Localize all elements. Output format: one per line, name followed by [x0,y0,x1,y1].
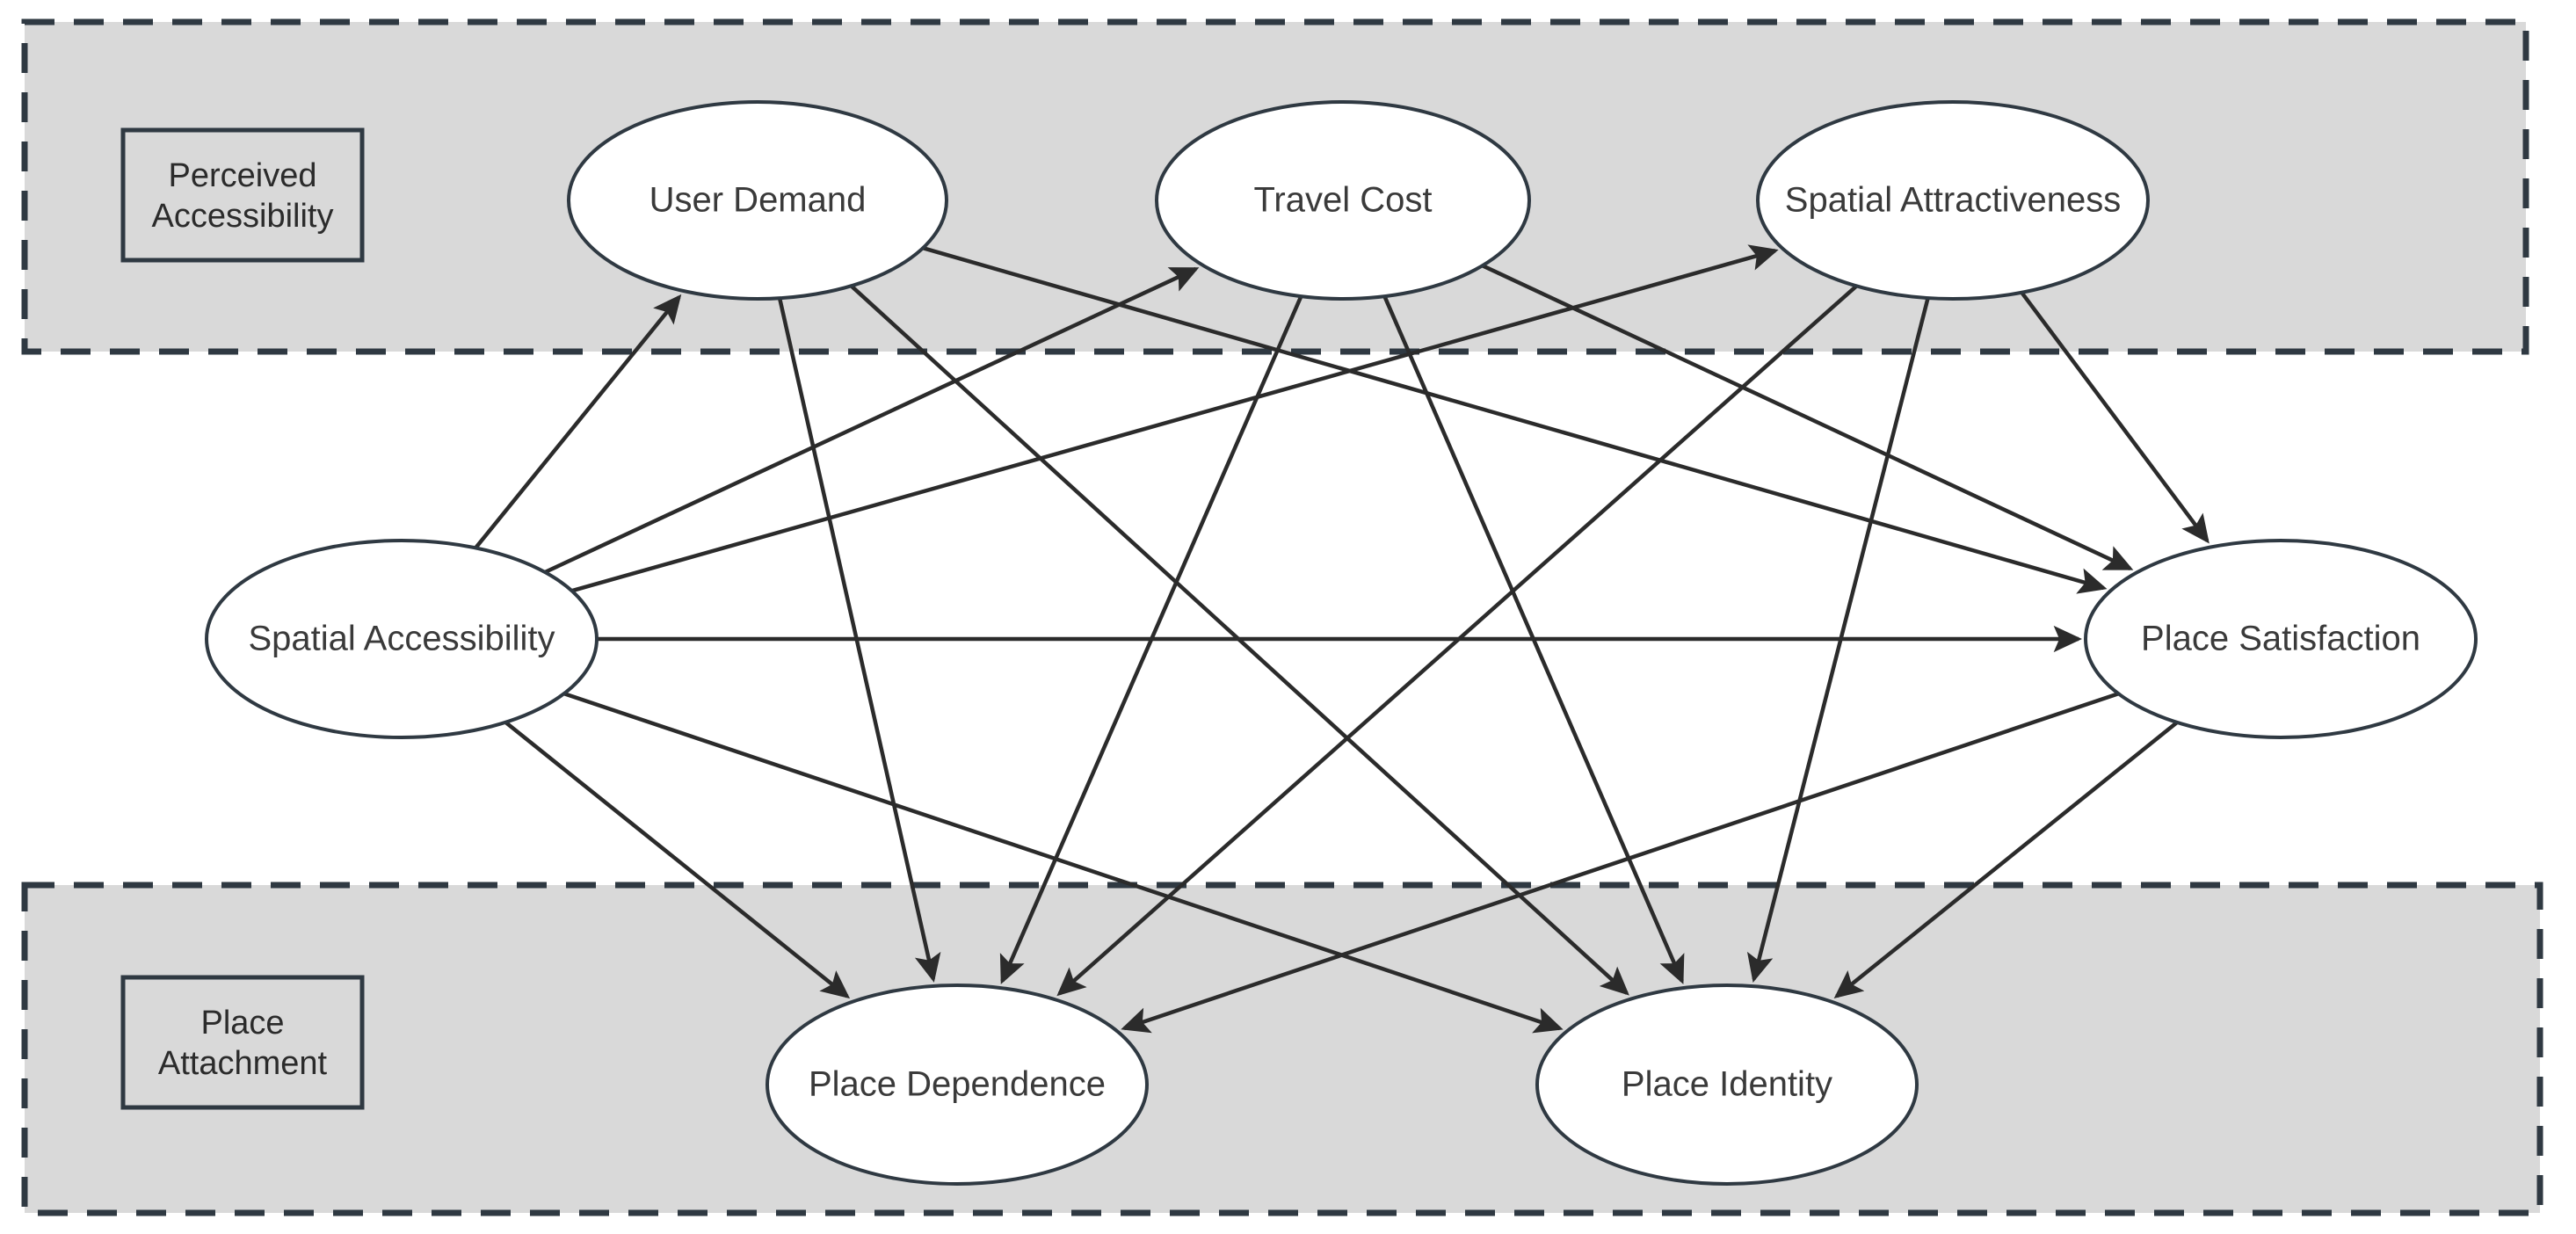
edge-spatial-attractiveness-to-place-identity [1746,297,1930,984]
edge-travel-cost-to-place-satisfaction [1481,264,2134,570]
node-label-user-demand: User Demand [649,181,867,220]
node-place-satisfaction[interactable]: Place Satisfaction [2084,539,2478,739]
edge-spatial-accessibility-to-place-dependence [504,721,851,999]
group-label-box-place-attachment [120,975,365,1110]
edge-user-demand-to-place-dependence [777,297,941,983]
edge-travel-cost-to-place-dependence [999,295,1303,984]
node-place-identity[interactable]: Place Identity [1535,984,1919,1186]
edge-spatial-attractiveness-to-place-satisfaction [2020,291,2210,544]
edge-place-satisfaction-to-place-identity [1833,721,2179,999]
node-label-place-dependence: Place Dependence [809,1065,1106,1104]
node-place-dependence[interactable]: Place Dependence [766,984,1149,1186]
edge-user-demand-to-place-identity [850,284,1629,996]
node-shape-user-demand [567,100,948,301]
group-band-place-attachment [21,882,2543,1216]
group-label-box-perceived-accessibility [120,127,365,263]
group-label-text-perceived-accessibility-1: Accessibility [152,198,334,235]
edges-layer [474,244,2210,1034]
edge-travel-cost-to-place-identity [1382,295,1685,984]
edge-spatial-attractiveness-to-place-dependence [1056,284,1858,997]
group-label-text-place-attachment-1: Attachment [158,1045,328,1082]
node-label-spatial-attractiveness: Spatial Attractiveness [1785,181,2121,220]
edge-spatial-accessibility-to-place-identity [562,691,1564,1034]
node-label-spatial-accessibility: Spatial Accessibility [248,620,555,658]
node-shape-place-dependence [766,984,1149,1186]
edge-user-demand-to-place-satisfaction [922,246,2108,594]
node-spatial-attractiveness[interactable]: Spatial Attractiveness [1756,100,2150,301]
node-shape-spatial-attractiveness [1756,100,2150,301]
node-label-travel-cost: Travel Cost [1253,181,1432,220]
edge-place-satisfaction-to-place-dependence [1121,692,2120,1034]
node-label-place-satisfaction: Place Satisfaction [2141,620,2420,658]
node-spatial-accessibility[interactable]: Spatial Accessibility [205,539,599,739]
edge-spatial-accessibility-to-travel-cost [544,266,1200,575]
node-shape-travel-cost [1155,100,1531,301]
node-user-demand[interactable]: User Demand [567,100,948,301]
node-label-place-identity: Place Identity [1622,1065,1832,1104]
nodes-layer: User Demand Travel Cost Spatial Attractive… [205,100,2478,1186]
node-travel-cost[interactable]: Travel Cost [1155,100,1531,301]
node-shape-place-identity [1535,984,1919,1186]
group-label-text-perceived-accessibility-0: Perceived [169,157,317,194]
node-shape-place-satisfaction [2084,539,2478,739]
edge-spatial-accessibility-to-user-demand [474,294,682,549]
group-label-text-place-attachment-0: Place [200,1005,284,1042]
node-shape-spatial-accessibility [205,539,599,739]
